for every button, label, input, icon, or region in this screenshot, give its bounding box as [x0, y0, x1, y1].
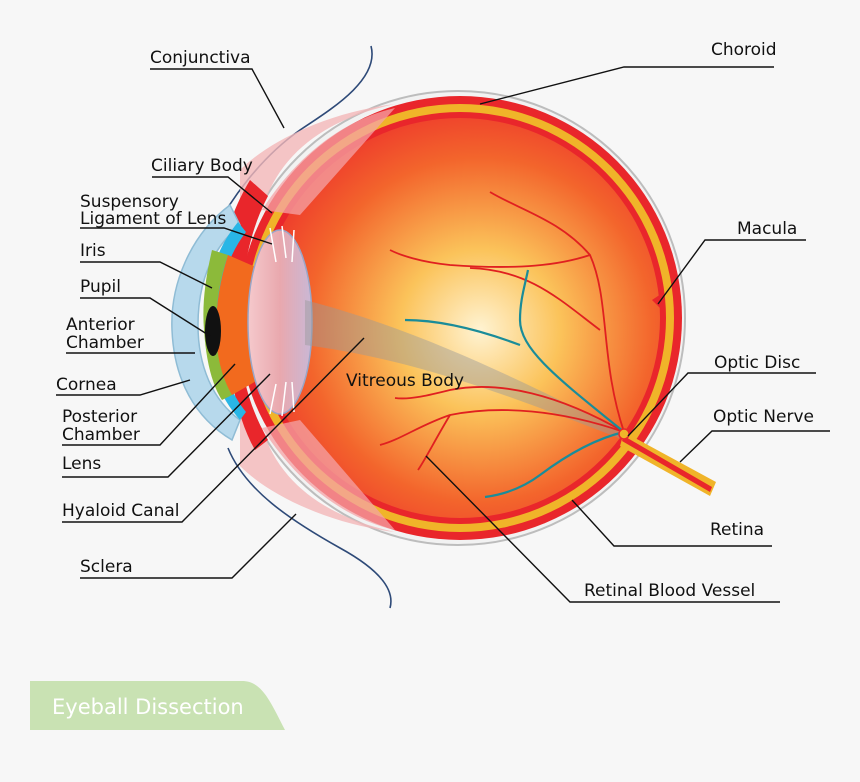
- ciliary-region-lower: [262, 420, 395, 530]
- leader-cornea: [56, 379, 191, 396]
- lens: [247, 229, 313, 415]
- caption-banner: [30, 681, 285, 730]
- leader-retinal-vessel: [425, 455, 780, 603]
- leader-conjunctiva: [150, 68, 285, 129]
- label-hyaloid-canal: Hyaloid Canal: [62, 501, 180, 521]
- label-choroid: Choroid: [711, 40, 777, 60]
- optic-nerve-core: [622, 436, 712, 492]
- label-sclera: Sclera: [80, 557, 133, 577]
- label-conjunctiva: Conjunctiva: [150, 48, 251, 68]
- conjunctiva-line-bottom: [227, 447, 392, 609]
- leader-retina: [571, 499, 772, 547]
- leader-choroid: [479, 66, 774, 105]
- retinal-vessels-red: [379, 191, 625, 471]
- macula: [652, 292, 664, 312]
- label-suspensory-line2: Ligament of Lens: [80, 209, 226, 229]
- hyaloid-canal: [305, 300, 624, 440]
- label-vitreous-body: Vitreous Body: [346, 371, 464, 391]
- leader-suspensory: [80, 227, 273, 245]
- label-retina: Retina: [710, 520, 764, 540]
- anterior-pink-shell-lower: [240, 398, 395, 532]
- conjunctiva-line-top: [211, 45, 373, 236]
- label-ciliary-body: Ciliary Body: [151, 156, 253, 176]
- label-posterior-line2: Chamber: [62, 425, 140, 445]
- leader-macula: [657, 239, 806, 305]
- ciliary-region: [262, 108, 395, 215]
- pupil: [205, 306, 221, 356]
- label-anterior-line2: Chamber: [66, 333, 144, 353]
- label-lens: Lens: [62, 454, 101, 474]
- retinal-vessels-teal: [404, 269, 625, 499]
- caption-title: Eyeball Dissection: [52, 695, 244, 719]
- leader-lens: [62, 373, 271, 478]
- leader-pupil: [80, 297, 211, 337]
- leader-optic-nerve: [679, 430, 830, 463]
- anterior-pink-shell: [240, 104, 395, 240]
- label-suspensory-line1: Suspensory: [80, 192, 179, 212]
- label-optic-nerve: Optic Nerve: [713, 407, 814, 427]
- leader-iris: [80, 261, 213, 289]
- label-posterior-line1: Posterior: [62, 407, 137, 427]
- leader-ciliary-body: [152, 176, 273, 214]
- label-cornea: Cornea: [56, 375, 117, 395]
- vitreous-body: [260, 118, 660, 518]
- label-macula: Macula: [737, 219, 797, 239]
- leader-optic-disc: [627, 372, 816, 437]
- optic-disc: [618, 428, 630, 440]
- leader-hyaloid-canal: [62, 337, 365, 523]
- posterior-chamber: [216, 255, 258, 395]
- suspensory-ligament-top: [269, 225, 295, 263]
- label-retinal-blood-vessel: Retinal Blood Vessel: [584, 581, 755, 601]
- suspensory-ligament-bottom: [269, 381, 295, 417]
- label-pupil: Pupil: [80, 277, 121, 297]
- leader-posterior-chamber: [62, 363, 236, 446]
- label-anterior-line1: Anterior: [66, 315, 135, 335]
- cornea: [171, 203, 241, 442]
- leader-sclera: [80, 513, 297, 579]
- label-optic-disc: Optic Disc: [714, 353, 800, 373]
- label-iris: Iris: [80, 241, 106, 261]
